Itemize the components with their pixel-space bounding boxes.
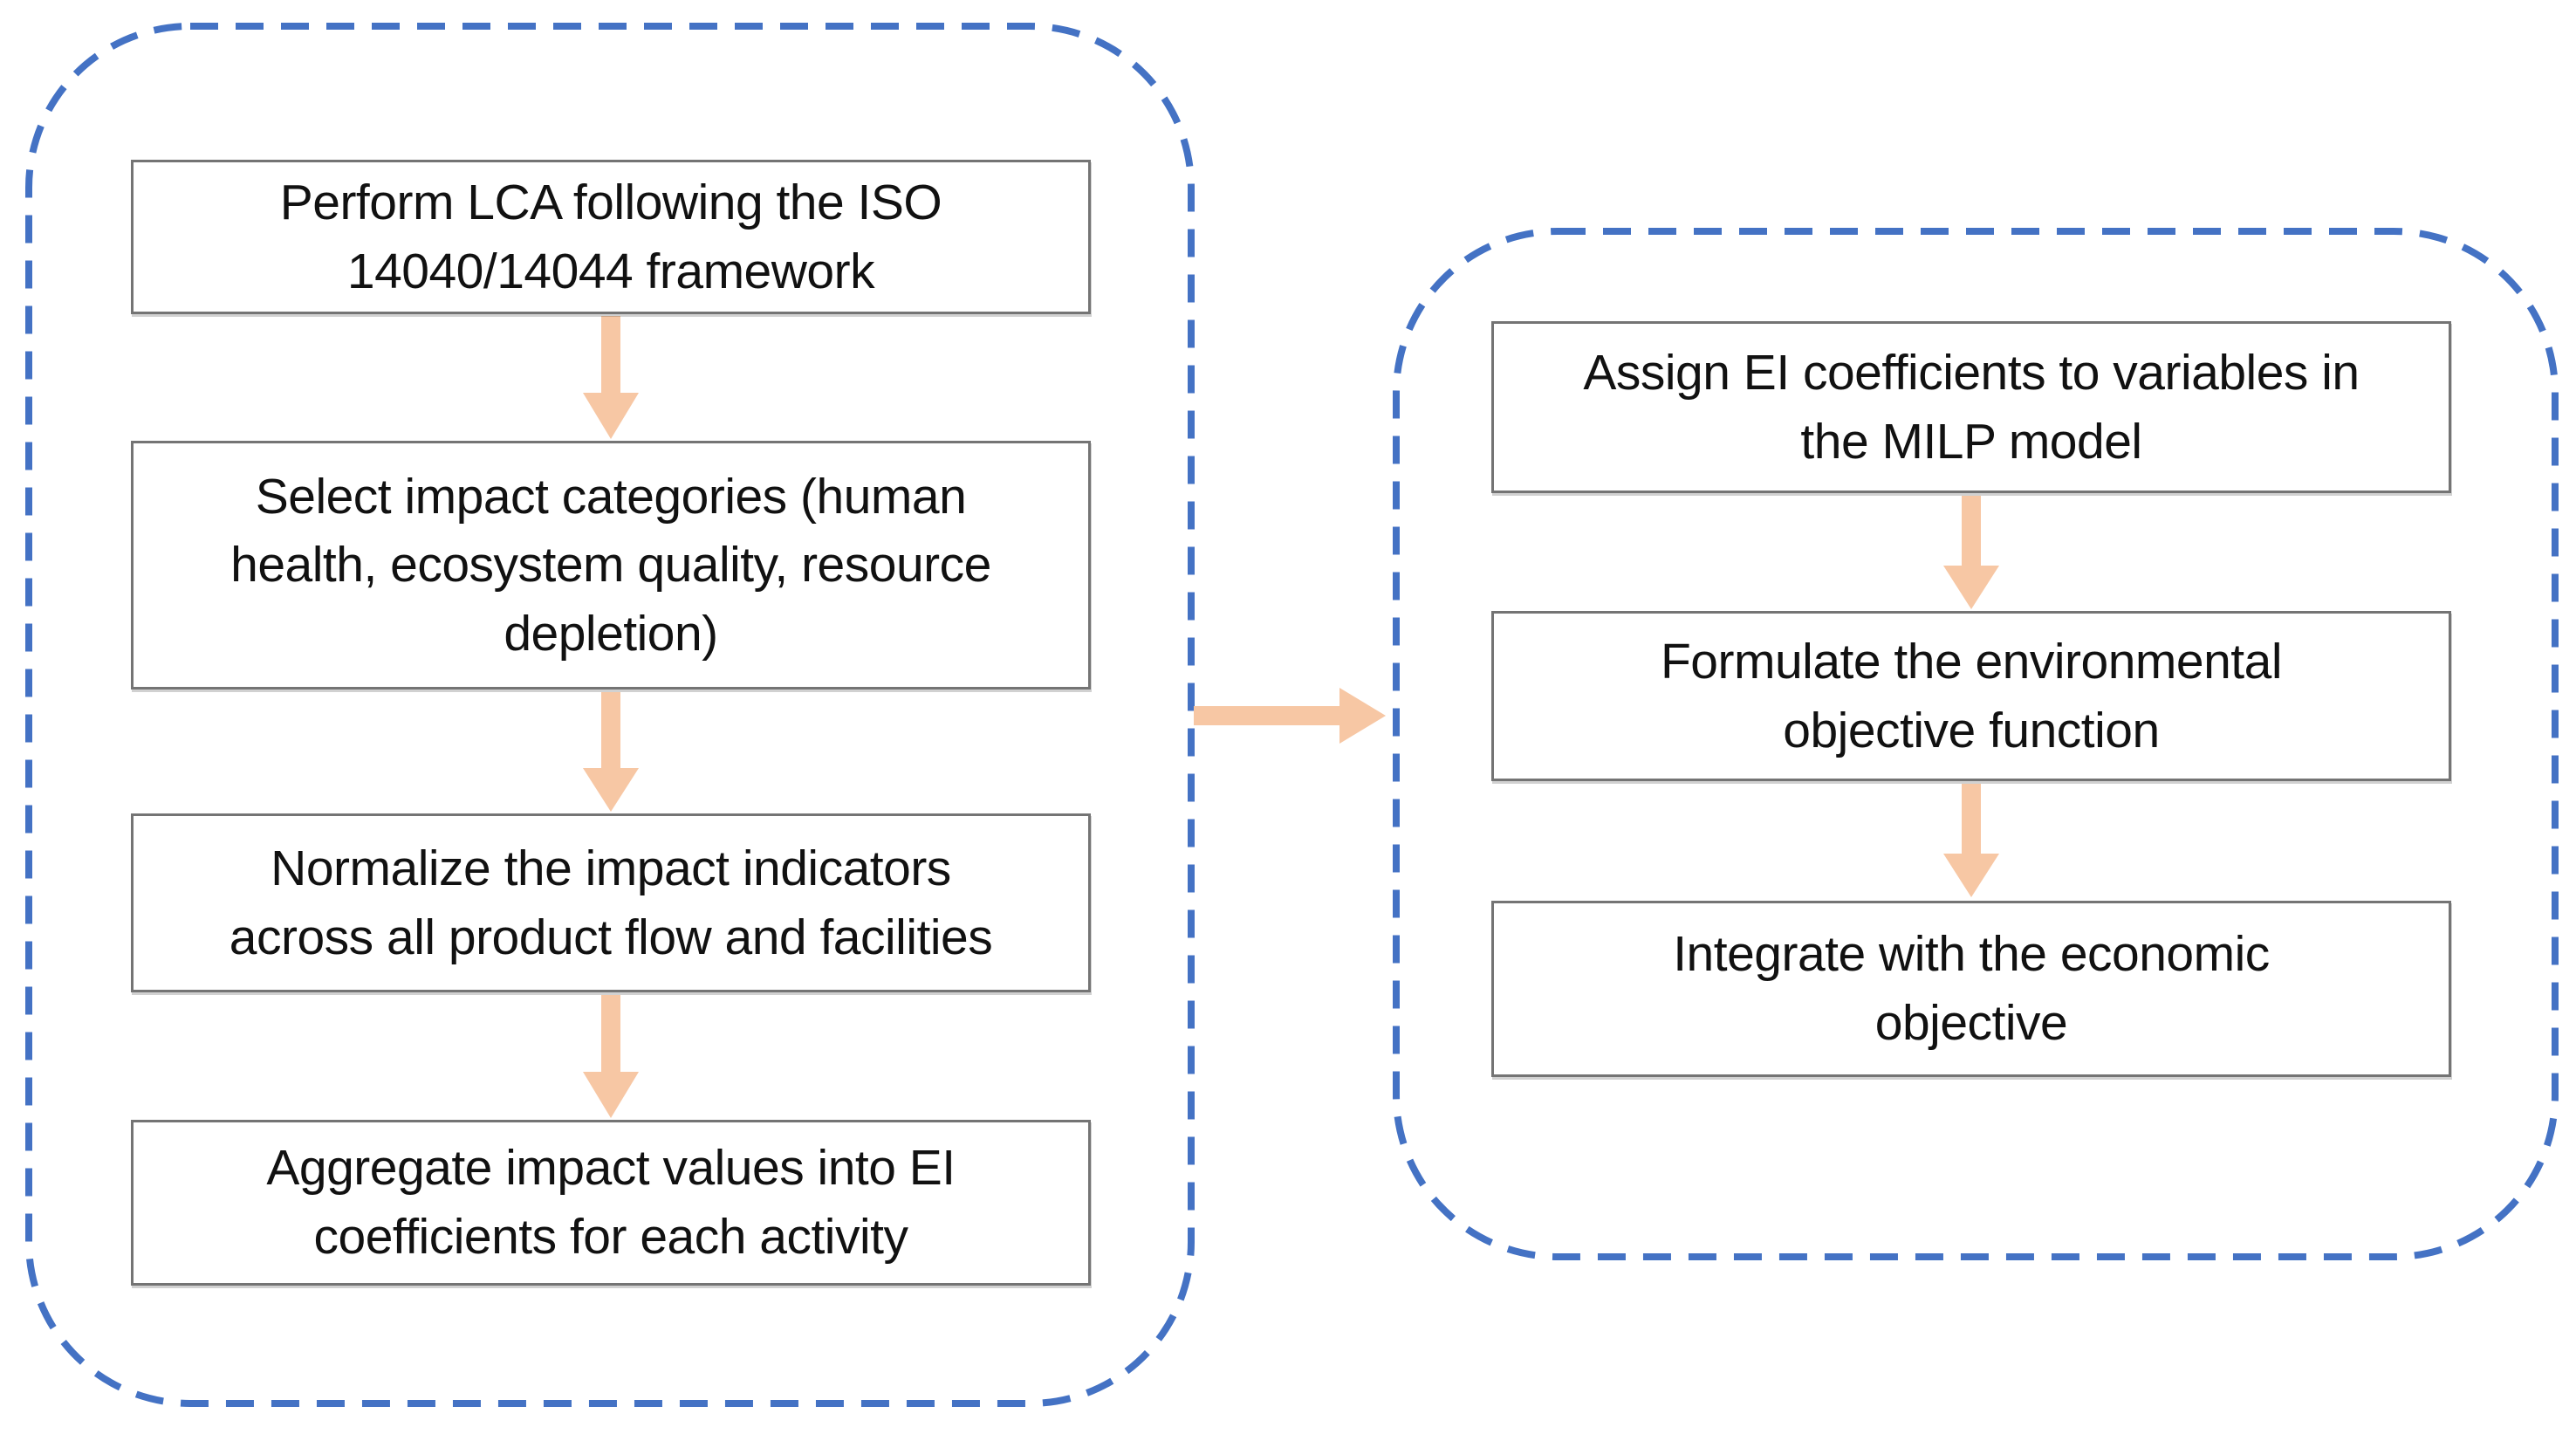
- step-text-line: across all product flow and facilities: [229, 909, 993, 965]
- arrowhead-step1-to-step2: [583, 393, 639, 439]
- step-text-line: objective: [1874, 995, 2068, 1051]
- step-text-line: Perform LCA following the ISO: [279, 174, 942, 230]
- step-text-line: Formulate the environmental: [1660, 633, 2283, 690]
- arrowhead-left-group-to-right-group: [1339, 688, 1386, 744]
- flow-step-integrate-economic-objective: Integrate with the economic objective: [1491, 901, 2451, 1077]
- step-text-line: Select impact categories (human: [255, 468, 967, 525]
- flow-step-perform-lca: Perform LCA following the ISO 14040/1404…: [131, 160, 1091, 314]
- step-text-line: health, ecosystem quality, resource: [230, 537, 991, 593]
- flow-step-normalize-indicators: Normalize the impact indicators across a…: [131, 813, 1091, 992]
- arrowhead-step2-to-step3: [583, 768, 639, 812]
- left-group-dashed-border: [25, 23, 1195, 1407]
- step-text-line: Assign EI coefficients to variables in: [1583, 344, 2360, 401]
- step-text-line: Integrate with the economic: [1673, 926, 2270, 983]
- flow-step-select-impact-categories: Select impact categories (human health, …: [131, 441, 1091, 690]
- step-text-line: the MILP model: [1800, 413, 2142, 470]
- flow-step-assign-ei-coefficients: Assign EI coefficients to variables in t…: [1491, 321, 2451, 493]
- step-text-line: Aggregate impact values into EI: [266, 1140, 956, 1197]
- flow-step-formulate-environmental-objective: Formulate the environmental objective fu…: [1491, 611, 2451, 781]
- step-text-line: coefficients for each activity: [313, 1209, 908, 1265]
- step-text-line: Normalize the impact indicators: [271, 840, 951, 896]
- arrowhead-formulate-to-integrate: [1943, 854, 1999, 897]
- right-group-dashed-border: [1393, 228, 2559, 1260]
- step-text-line: objective function: [1783, 702, 2160, 758]
- arrowhead-assign-to-formulate: [1943, 566, 1999, 609]
- step-text-line: 14040/14044 framework: [346, 243, 875, 299]
- arrowhead-step3-to-step4: [583, 1072, 639, 1118]
- step-text-line: depletion): [504, 605, 718, 662]
- flow-step-aggregate-impact-values: Aggregate impact values into EI coeffici…: [131, 1120, 1091, 1286]
